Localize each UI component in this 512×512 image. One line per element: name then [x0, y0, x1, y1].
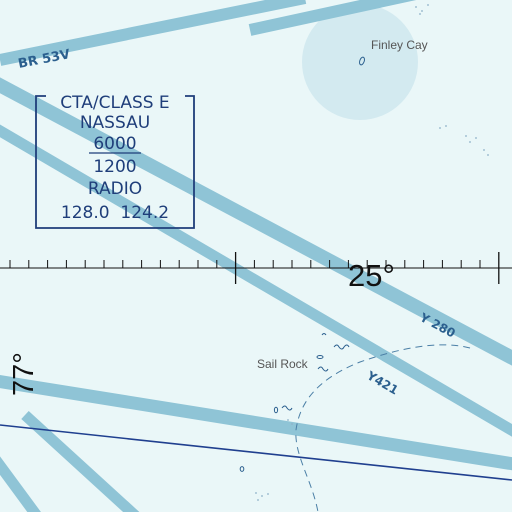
airway-label-y421[interactable]: Y421 [364, 368, 401, 397]
finley-cay-shoal [302, 4, 418, 120]
shoal-boundary-dashed [295, 344, 471, 512]
reef-symbol-c [281, 405, 293, 411]
airspace-name-label: NASSAU [80, 113, 150, 133]
airspace-class-label: CTA/CLASS E [60, 93, 169, 113]
rock-symbol-b [239, 466, 245, 472]
island-symbols [239, 56, 365, 472]
fir-boundary-line [0, 424, 512, 481]
sail-rock-symbol [316, 355, 324, 359]
place-label-finley-cay[interactable]: Finley Cay [371, 38, 428, 52]
airway-band-bottom-left [0, 456, 41, 512]
airway-y421-band [0, 375, 512, 471]
airway-br53v-band [0, 0, 307, 66]
reef-symbol-a [317, 366, 329, 372]
airway-y280-band [0, 77, 512, 366]
airspace-frequencies-label: 128.0 124.2 [61, 203, 169, 223]
place-label-sail-rock[interactable]: Sail Rock [257, 357, 309, 371]
airway-band-diagonal-1 [0, 124, 512, 437]
latitude-ticks [9, 252, 500, 284]
airspace-floor-label: 1200 [93, 157, 136, 177]
rock-symbol-a [273, 406, 279, 414]
latitude-label: 25° [348, 258, 395, 293]
reef-symbol-d [321, 333, 327, 336]
reef-symbol-b [333, 344, 350, 350]
finley-cay-symbol [359, 56, 365, 66]
longitude-label: 77° [8, 352, 40, 396]
shoal-dots [255, 4, 489, 501]
airspace-box-border [35, 95, 195, 229]
airspace-info-box[interactable]: CTA/CLASS E NASSAU 6000 1200 RADIO 128.0… [35, 93, 195, 229]
airway-band-bottom-mid [21, 410, 140, 512]
airspace-ceiling-label: 6000 [93, 134, 136, 154]
airway-band-upper-right [248, 0, 417, 36]
airspace-radio-label: RADIO [88, 179, 142, 199]
